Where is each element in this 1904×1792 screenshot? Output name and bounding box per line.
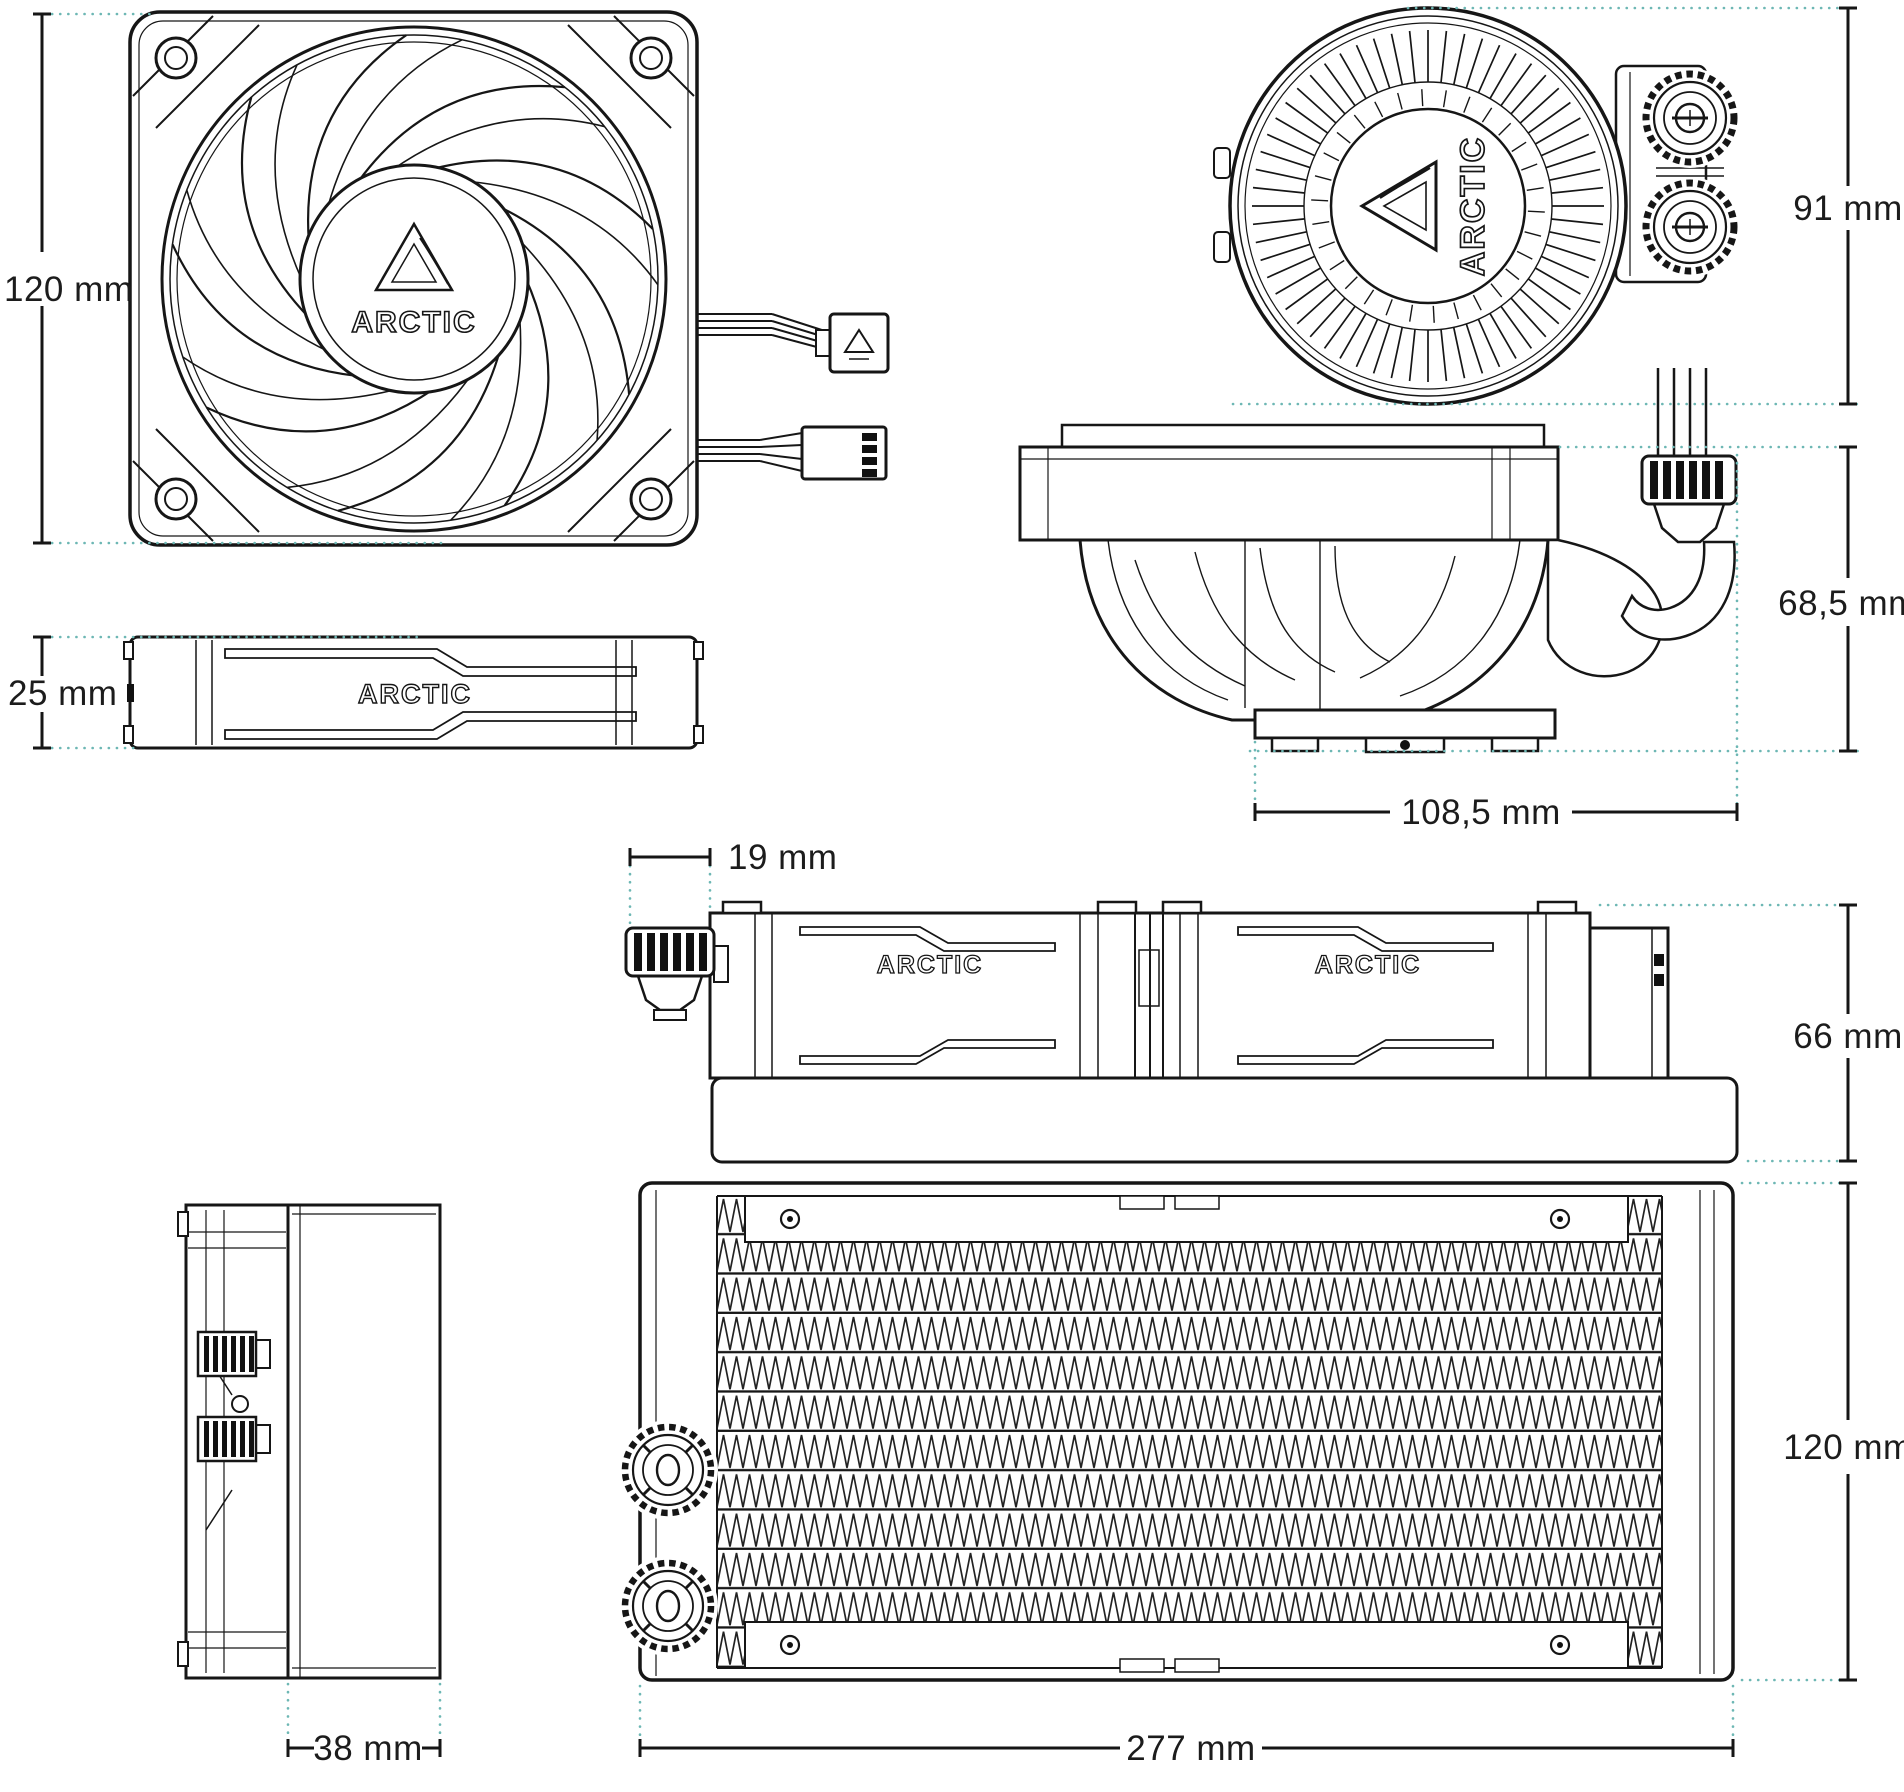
- dimension-fitting-protrusion: 19 mm: [628, 838, 837, 877]
- cable-bundle-1: [697, 313, 829, 351]
- radiator-bottom-mount-plate: [744, 1621, 1629, 1673]
- pump-dome: [1078, 538, 1550, 722]
- radiator-fin-matrix: [717, 1196, 1662, 1668]
- dim-label-radiator-length: 277 mm: [1126, 1729, 1255, 1768]
- dim-label-fitting-protrusion: 19 mm: [728, 838, 837, 877]
- cable-bundle-2: [697, 432, 803, 472]
- dimension-fan-thickness: 25 mm: [8, 635, 117, 750]
- pump-radial-fins: [1252, 30, 1604, 382]
- 4pin-fan-connector: [800, 425, 888, 481]
- radiator-end-view: [177, 1203, 442, 1680]
- radiator-end-tank-side: [1588, 926, 1670, 1080]
- pump-fitting-bottom: [1640, 177, 1740, 277]
- pump-fitting-top: [1640, 68, 1740, 177]
- fan-blades: [171, 34, 659, 521]
- pump-side-fitting: [1620, 454, 1738, 641]
- arctic-logo-pump-hub: ARCTIC: [1359, 135, 1493, 277]
- fan-front-view: ARCTIC: [128, 10, 699, 547]
- arctic-wordmark-rad-fan2: ARCTIC: [1315, 951, 1421, 979]
- pwm-connector: [815, 312, 890, 374]
- dim-label-radiator-thickness: 38 mm: [313, 1729, 422, 1768]
- arctic-wordmark-fan-side: ARCTIC: [358, 679, 472, 709]
- dim-label-pump-width: 108,5 mm: [1401, 793, 1561, 832]
- dimension-pump-height: 68,5 mm: [1778, 445, 1904, 753]
- end-view-fittings: [196, 1330, 271, 1463]
- arctic-logo-fan-hub: ARCTIC: [351, 221, 476, 340]
- dimension-radiator-length: 277 mm: [638, 1729, 1735, 1768]
- arctic-triangle-icon: [843, 328, 875, 353]
- dimension-radiator-thickness: 38 mm: [286, 1729, 442, 1768]
- dim-label-pump-diameter: 91 mm: [1793, 189, 1902, 228]
- extension-lines: [42, 6, 1860, 1746]
- fan-cables: [697, 312, 890, 481]
- pump-side-view: [1018, 368, 1738, 754]
- dimension-radiator-width: 120 mm: [1783, 1181, 1904, 1682]
- radiator-front-fitting-bottom: [618, 1556, 718, 1656]
- pump-hoses: [1656, 368, 1708, 456]
- radiator-front-fitting-top: [618, 1420, 718, 1520]
- dim-label-radiator-width: 120 mm: [1783, 1428, 1904, 1467]
- dim-label-fan-size: 120 mm: [4, 270, 133, 309]
- dimension-fan-size: 120 mm: [4, 12, 133, 545]
- arctic-wordmark-rad-fan1: ARCTIC: [877, 951, 983, 979]
- radiator-side-view: ARCTIC ARCTIC: [624, 900, 1739, 1164]
- radiator-top-mount-plate: [744, 1195, 1629, 1243]
- arctic-wordmark-fan-hub: ARCTIC: [351, 306, 476, 339]
- arctic-wordmark-pump: ARCTIC: [1454, 136, 1492, 276]
- fan-side-view: ARCTIC: [123, 635, 704, 750]
- radiator-side-fitting: [624, 926, 729, 1021]
- dimension-assembly-height: 66 mm: [1793, 903, 1902, 1163]
- dim-label-assembly-height: 66 mm: [1793, 1017, 1902, 1056]
- dim-label-fan-thickness: 25 mm: [8, 674, 117, 713]
- radiator-body-end: [286, 1203, 442, 1680]
- dimension-pump-width: 108,5 mm: [1253, 793, 1739, 832]
- fan-mounting-holes: [154, 36, 673, 521]
- pump-cold-plate: [1253, 708, 1557, 754]
- pump-top-view: ARCTIC: [1213, 6, 1740, 406]
- radiator-body-side: [710, 1076, 1739, 1164]
- radiator-front-view: [618, 1181, 1735, 1682]
- dimension-pump-diameter: 91 mm: [1793, 6, 1902, 406]
- pump-hose-cowl: [1546, 538, 1664, 678]
- dim-label-pump-height: 68,5 mm: [1778, 584, 1904, 623]
